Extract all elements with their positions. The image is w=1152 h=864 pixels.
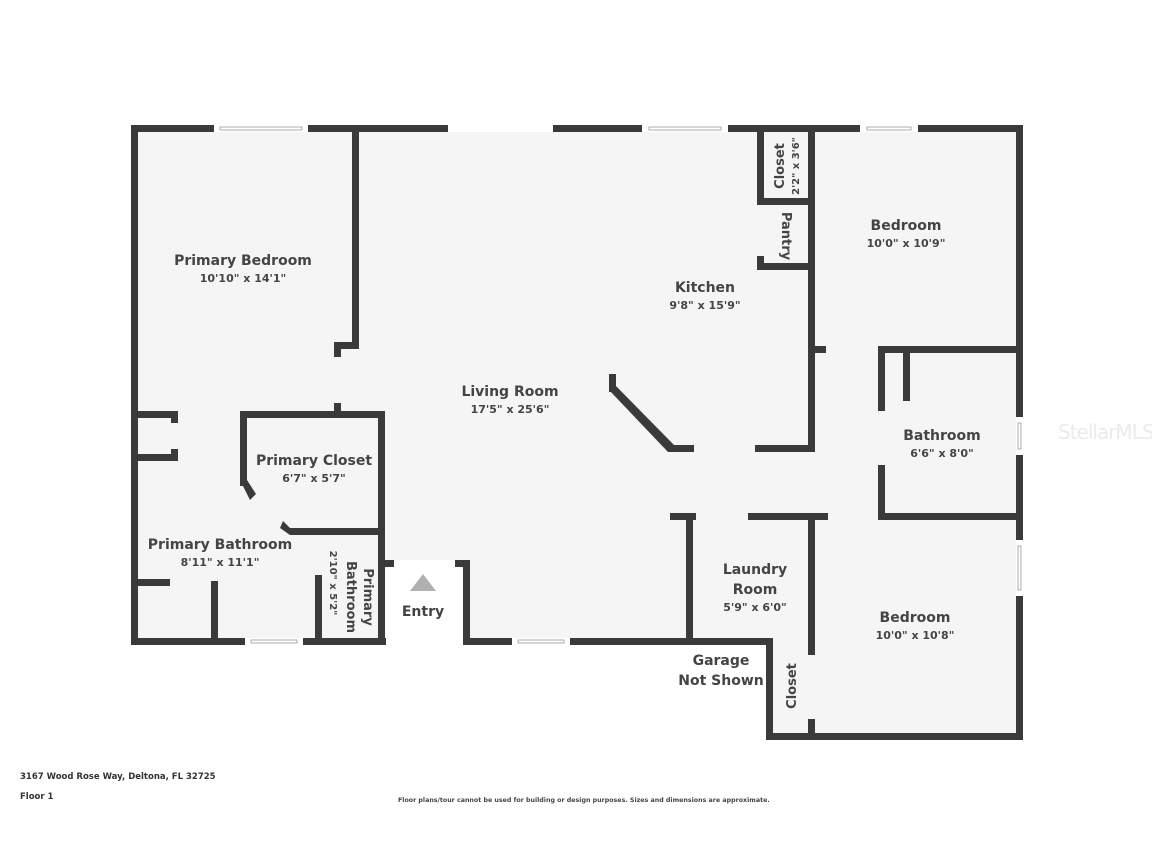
room-bathroom: Bathroom 6'6" x 8'0" bbox=[903, 428, 981, 460]
svg-text:Room: Room bbox=[733, 582, 778, 598]
room-primary-bathroom: Primary Bathroom 8'11" x 11'1" bbox=[148, 537, 292, 569]
svg-text:5'9" x 6'0": 5'9" x 6'0" bbox=[723, 601, 787, 614]
disclaimer: Floor plans/tour cannot be used for buil… bbox=[398, 797, 770, 804]
address-label: 3167 Wood Rose Way, Deltona, FL 32725 bbox=[20, 772, 216, 782]
svg-text:Primary Bathroom: Primary Bathroom bbox=[148, 537, 292, 553]
svg-text:Kitchen: Kitchen bbox=[675, 280, 735, 296]
svg-text:10'0" x 10'9": 10'0" x 10'9" bbox=[867, 237, 946, 250]
svg-text:Primary Bedroom: Primary Bedroom bbox=[174, 253, 312, 269]
svg-text:10'10" x 14'1": 10'10" x 14'1" bbox=[200, 272, 287, 285]
svg-text:17'5" x 25'6": 17'5" x 25'6" bbox=[471, 403, 550, 416]
floor-label: Floor 1 bbox=[20, 792, 54, 802]
svg-text:9'8" x 15'9": 9'8" x 15'9" bbox=[669, 299, 740, 312]
room-primary-bedroom: Primary Bedroom 10'10" x 14'1" bbox=[174, 253, 312, 285]
svg-text:Bedroom: Bedroom bbox=[871, 218, 942, 234]
svg-text:Pantry: Pantry bbox=[778, 212, 793, 261]
svg-text:Not Shown: Not Shown bbox=[678, 673, 763, 689]
svg-text:Closet: Closet bbox=[773, 143, 788, 189]
room-bedroom-bottom: Bedroom 10'0" x 10'8" bbox=[876, 610, 955, 642]
room-primary-bathroom-small: Primary Bathroom 2'10" x 5'2" bbox=[327, 551, 375, 633]
svg-text:Bathroom: Bathroom bbox=[343, 561, 358, 633]
room-kitchen: Kitchen 9'8" x 15'9" bbox=[669, 280, 740, 312]
room-closet-bottom: Closet bbox=[785, 663, 800, 709]
svg-text:Bedroom: Bedroom bbox=[880, 610, 951, 626]
room-pantry: Pantry bbox=[778, 212, 793, 261]
watermark: StellarMLS bbox=[1058, 420, 1152, 444]
room-primary-closet: Primary Closet 6'7" x 5'7" bbox=[256, 453, 372, 485]
svg-text:2'2" x 3'6": 2'2" x 3'6" bbox=[791, 137, 802, 195]
garage-note: Garage Not Shown bbox=[678, 653, 763, 689]
svg-text:Living Room: Living Room bbox=[461, 384, 558, 400]
svg-text:6'6" x 8'0": 6'6" x 8'0" bbox=[910, 447, 974, 460]
svg-text:Primary Closet: Primary Closet bbox=[256, 453, 372, 469]
room-bedroom-top: Bedroom 10'0" x 10'9" bbox=[867, 218, 946, 250]
room-laundry: Laundry Room 5'9" x 6'0" bbox=[723, 562, 787, 614]
svg-text:8'11" x 11'1": 8'11" x 11'1" bbox=[181, 556, 260, 569]
svg-text:Garage: Garage bbox=[693, 653, 750, 669]
svg-text:10'0" x 10'8": 10'0" x 10'8" bbox=[876, 629, 955, 642]
room-closet-top: Closet 2'2" x 3'6" bbox=[773, 137, 802, 195]
svg-text:Closet: Closet bbox=[785, 663, 800, 709]
windows bbox=[214, 125, 1023, 645]
svg-text:Bathroom: Bathroom bbox=[903, 428, 981, 444]
svg-text:Laundry: Laundry bbox=[723, 562, 787, 578]
svg-text:Entry: Entry bbox=[402, 604, 444, 620]
svg-text:6'7" x 5'7": 6'7" x 5'7" bbox=[282, 472, 346, 485]
svg-text:2'10" x 5'2": 2'10" x 5'2" bbox=[327, 551, 338, 616]
room-entry: Entry bbox=[402, 604, 444, 620]
entry-arrow-icon bbox=[410, 574, 436, 591]
room-living-room: Living Room 17'5" x 25'6" bbox=[461, 384, 558, 416]
svg-text:Primary: Primary bbox=[360, 568, 375, 626]
